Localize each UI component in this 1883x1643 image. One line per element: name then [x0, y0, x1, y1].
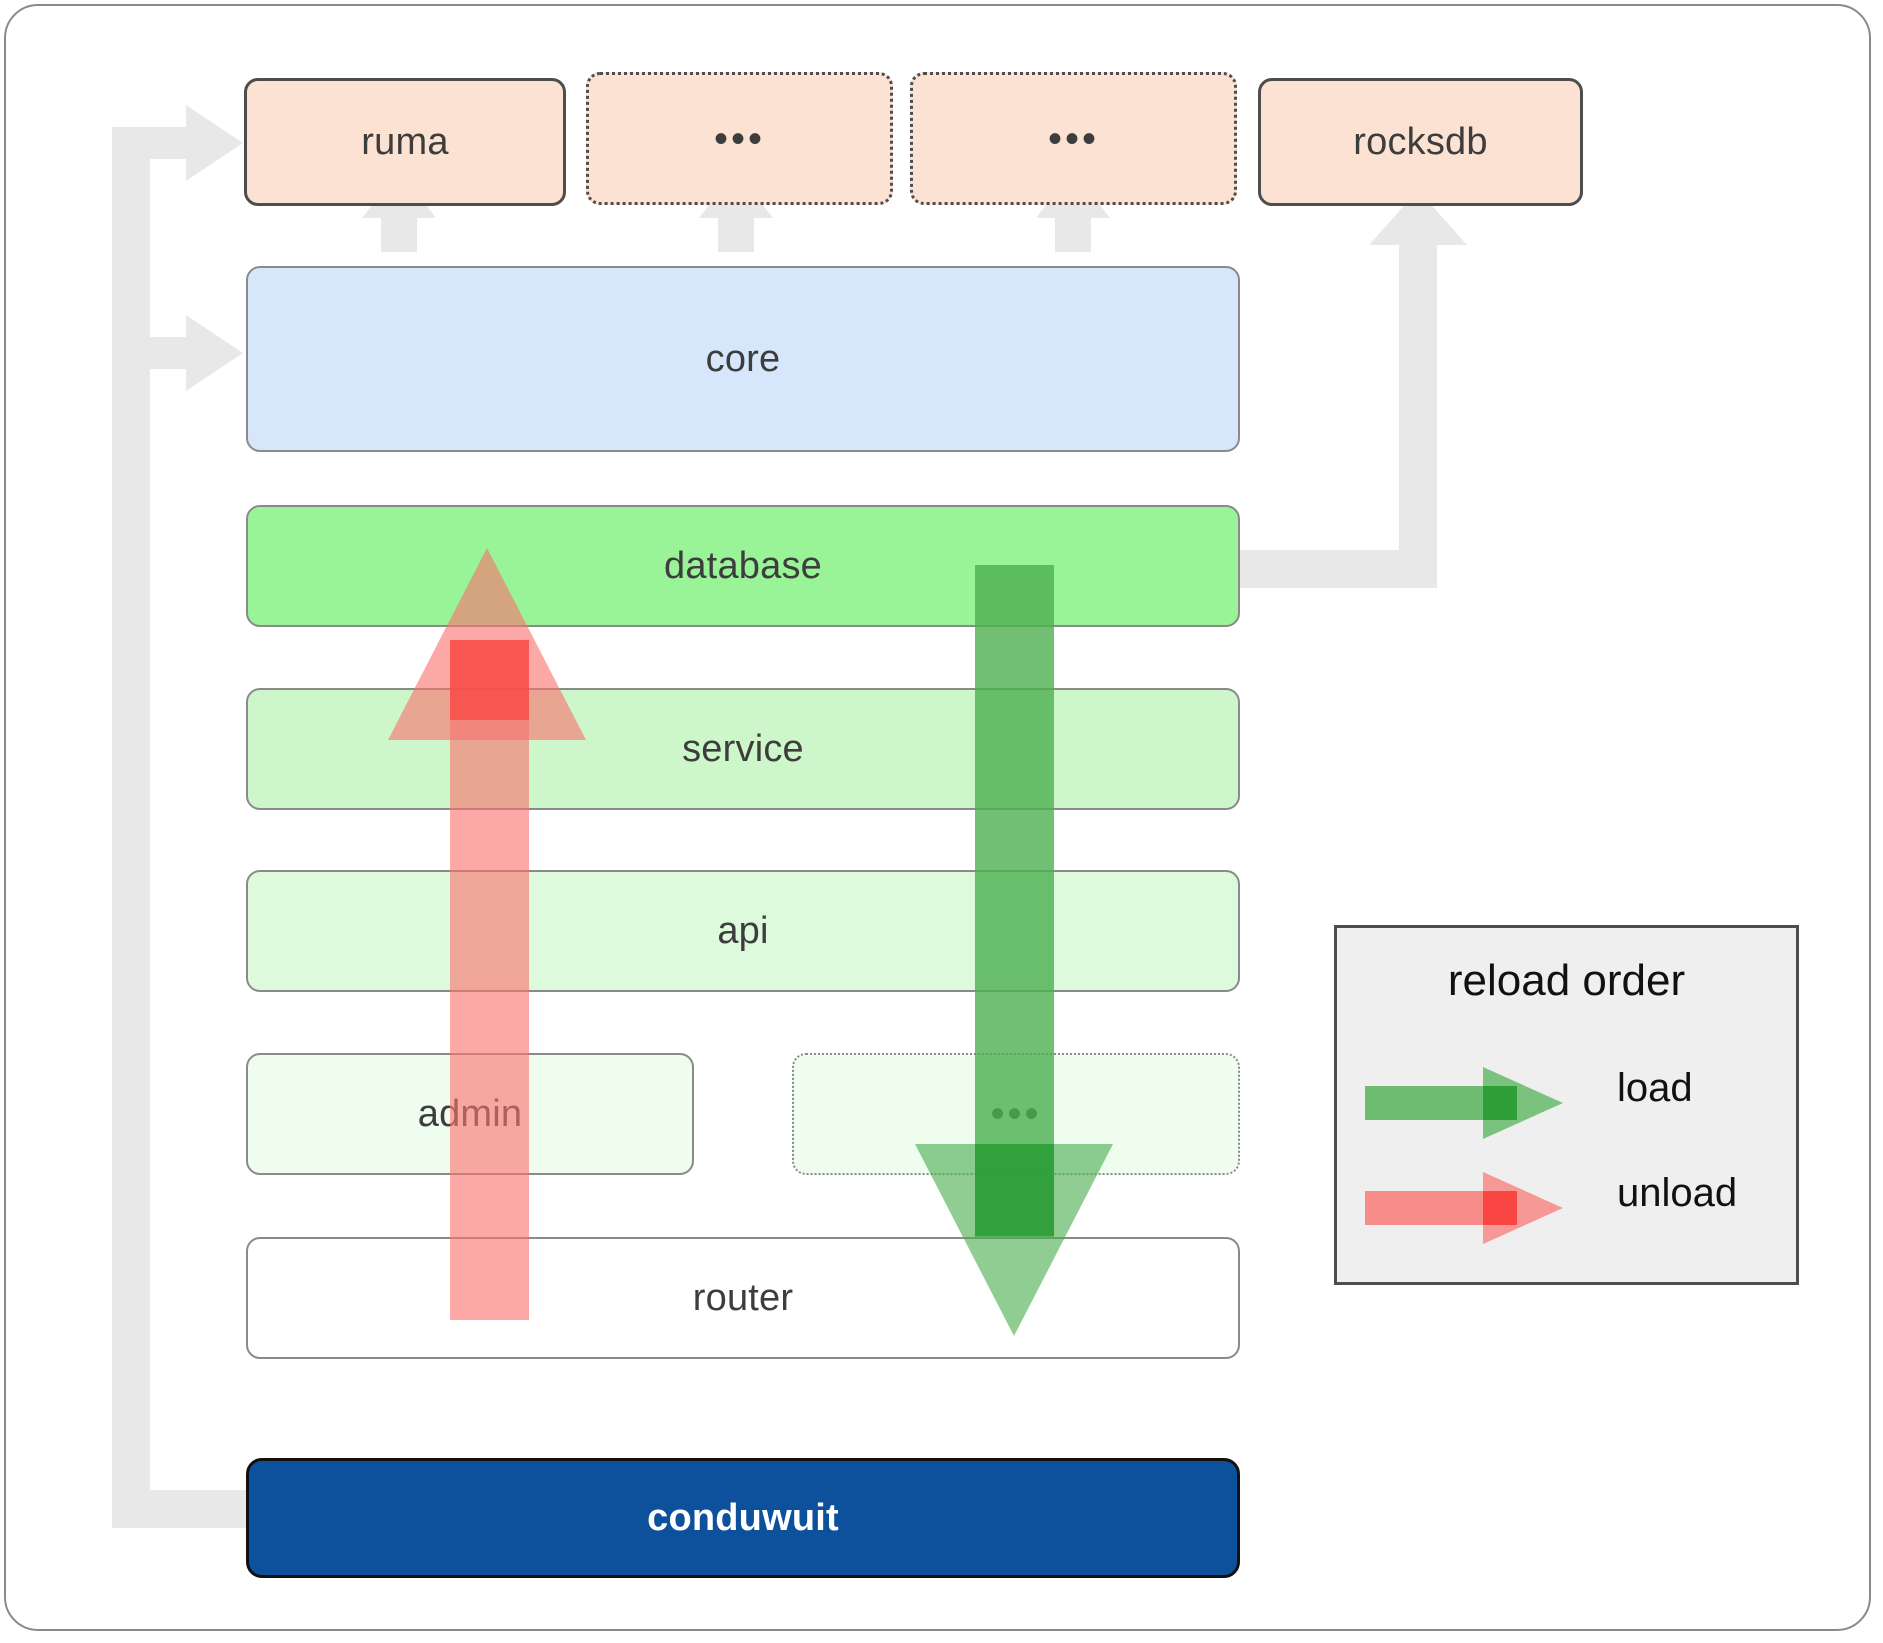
- layer-api[interactable]: api: [246, 870, 1240, 992]
- layer-database-label: database: [664, 544, 822, 587]
- layer-api-label: api: [717, 909, 769, 952]
- layer-router[interactable]: router: [246, 1237, 1240, 1359]
- crate-rocksdb-label: rocksdb: [1353, 120, 1488, 163]
- crate-ellipsis-1[interactable]: •••: [586, 72, 893, 205]
- binary-conduwuit-label: conduwuit: [647, 1496, 839, 1539]
- legend-title: reload order: [1447, 956, 1686, 1005]
- layer-database[interactable]: database: [246, 505, 1240, 627]
- diagram-frame: [4, 4, 1871, 1631]
- crate-rocksdb[interactable]: rocksdb: [1258, 78, 1583, 206]
- crate-ellipsis-1-label: •••: [713, 116, 765, 161]
- crate-ellipsis-2-label: •••: [1047, 116, 1099, 161]
- legend-label-load: load: [1617, 1066, 1693, 1110]
- layer-admin-label: admin: [417, 1092, 523, 1135]
- layer-ellipsis-3[interactable]: •••: [792, 1053, 1240, 1175]
- legend-row-load: load: [1337, 1058, 1796, 1148]
- load-arrow-icon: [1365, 1067, 1563, 1139]
- layer-ellipsis-3-label: •••: [990, 1092, 1042, 1136]
- legend-panel: reload order load unload: [1334, 925, 1799, 1285]
- binary-conduwuit[interactable]: conduwuit: [246, 1458, 1240, 1578]
- layer-service-label: service: [682, 727, 804, 770]
- layer-core-label: core: [705, 337, 781, 380]
- legend-label-unload: unload: [1617, 1171, 1738, 1215]
- crate-ruma[interactable]: ruma: [244, 78, 566, 206]
- layer-router-label: router: [692, 1276, 794, 1319]
- crate-ruma-label: ruma: [361, 120, 449, 163]
- unload-arrow-icon: [1365, 1172, 1563, 1244]
- layer-service[interactable]: service: [246, 688, 1240, 810]
- crate-ellipsis-2[interactable]: •••: [910, 72, 1237, 205]
- layer-core[interactable]: core: [246, 266, 1240, 452]
- legend-row-unload: unload: [1337, 1163, 1796, 1253]
- layer-admin[interactable]: admin: [246, 1053, 694, 1175]
